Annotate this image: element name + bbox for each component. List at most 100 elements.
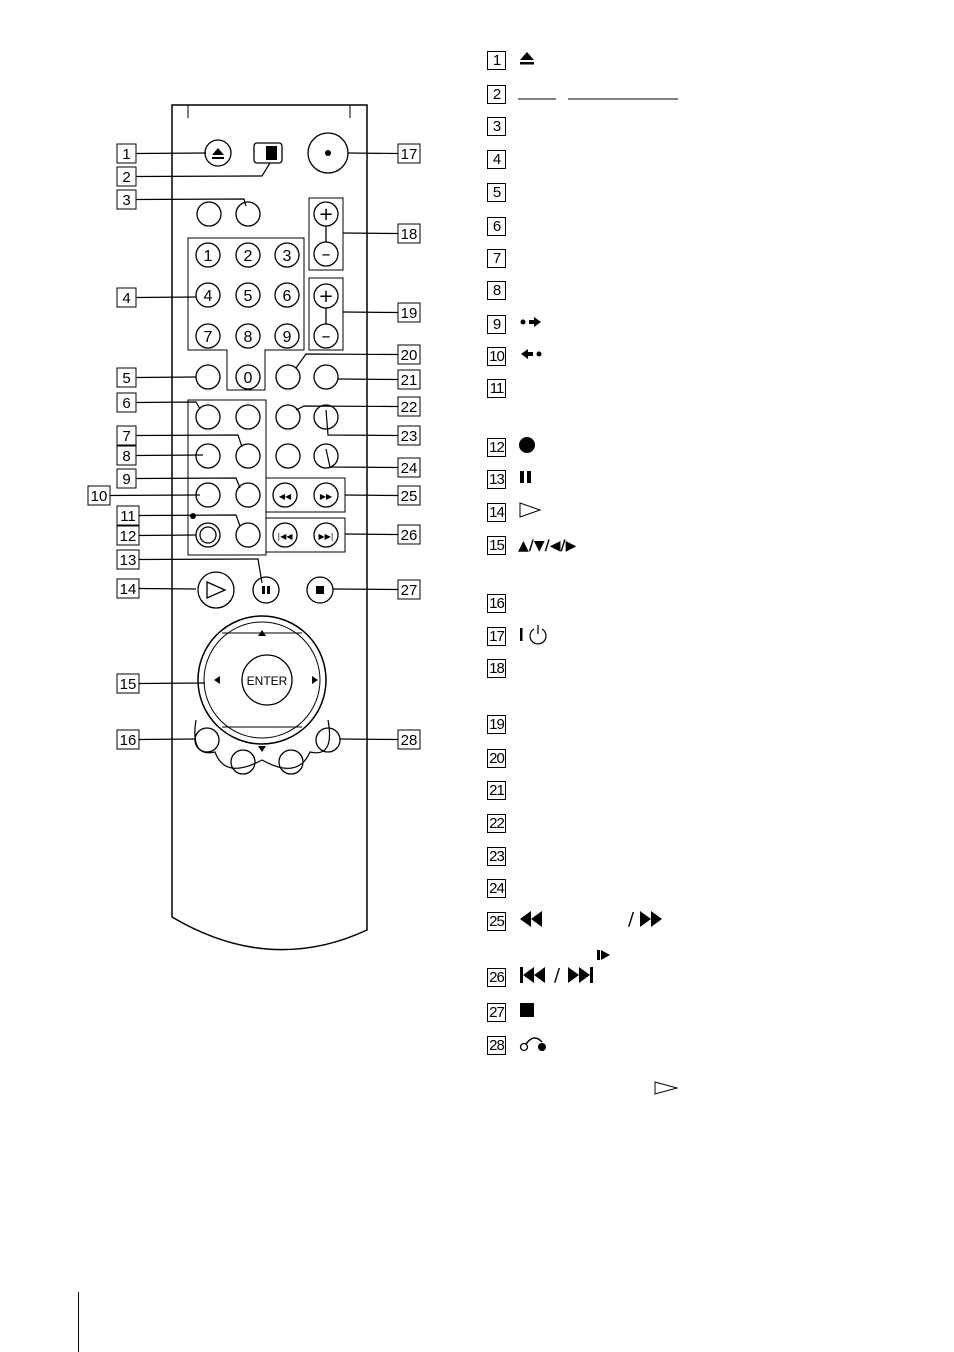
- pause-button[interactable]: [252, 576, 280, 604]
- callout-number: 4: [122, 290, 130, 307]
- button-mid-8[interactable]: [275, 443, 301, 469]
- nav-right-icon[interactable]: [312, 676, 318, 684]
- rewind-button[interactable]: [272, 482, 298, 508]
- bottom-button-left[interactable]: [230, 749, 256, 775]
- return-icon: [518, 1033, 548, 1058]
- nav-up-icon[interactable]: [258, 630, 266, 636]
- callout-line: [295, 405, 399, 411]
- nav-left-icon[interactable]: [214, 676, 220, 684]
- button-mid-6[interactable]: [235, 404, 261, 430]
- legend-number: 13: [487, 469, 506, 489]
- callout-line: [135, 198, 247, 207]
- number-button-6[interactable]: [274, 282, 300, 308]
- legend-row-13: 13: [487, 467, 534, 491]
- legend-row-24: 24: [487, 876, 506, 900]
- legend-row-11: 11: [487, 376, 506, 400]
- power-icon: [518, 623, 550, 650]
- button-11[interactable]: [235, 522, 261, 548]
- legend-number: 15: [487, 535, 506, 555]
- underline-blanks: [518, 82, 678, 107]
- number-label: 1: [204, 248, 213, 265]
- legend-row-23: 23: [487, 844, 506, 868]
- callout-number: 9: [122, 471, 130, 488]
- pause-icon: [518, 469, 534, 489]
- button-7[interactable]: [235, 443, 261, 469]
- callout-number: 10: [91, 488, 108, 505]
- button-3[interactable]: [235, 201, 261, 227]
- number-button-2[interactable]: [235, 242, 261, 268]
- legend-number: 24: [487, 878, 506, 898]
- number-label: 5: [244, 288, 253, 305]
- callout-line: [347, 152, 399, 155]
- legend-number: 18: [487, 658, 506, 678]
- step-forward-icon: [518, 314, 544, 334]
- return-button[interactable]: [315, 727, 341, 753]
- step-forward-button[interactable]: [235, 482, 261, 508]
- legend-row-15: 15 ▲/▼/◀/▶: [487, 533, 576, 557]
- number-label: 2: [244, 248, 253, 265]
- button-8[interactable]: [195, 443, 221, 469]
- number-button-4[interactable]: [195, 282, 221, 308]
- navigation-pad[interactable]: ENTER: [197, 615, 327, 752]
- callout-line: [344, 494, 399, 497]
- legend-number: 28: [487, 1035, 506, 1055]
- button-24[interactable]: [313, 443, 339, 469]
- legend-number: 6: [487, 216, 506, 236]
- button-5[interactable]: [195, 364, 221, 390]
- callout-line: [135, 454, 204, 457]
- numpad-frame: [187, 237, 305, 391]
- prev-button[interactable]: [272, 522, 298, 548]
- callout-number: 22: [401, 399, 418, 416]
- lower-left-frame: [187, 399, 267, 556]
- button-22[interactable]: [275, 404, 301, 430]
- callout-line: [138, 587, 197, 590]
- fast-forward-button[interactable]: [313, 482, 339, 508]
- page-margin-line: [78, 1292, 79, 1352]
- callout-number: 1: [122, 146, 130, 163]
- number-label: 4: [204, 288, 213, 305]
- legend-number: 26: [487, 967, 506, 987]
- legend-number: 5: [487, 182, 506, 202]
- number-label: 0: [244, 370, 253, 387]
- number-button-1[interactable]: [195, 242, 221, 268]
- callout-number: 19: [401, 305, 418, 322]
- callout-line: [339, 738, 399, 741]
- legend-row-20: 20: [487, 746, 506, 770]
- number-button-0[interactable]: [235, 364, 261, 390]
- legend-row-25: 25/: [487, 909, 678, 933]
- callout-number: 12: [120, 528, 137, 545]
- number-button-8[interactable]: [235, 323, 261, 349]
- callout-number: 13: [120, 552, 137, 569]
- button-21[interactable]: [313, 364, 339, 390]
- legend-number: 10: [487, 346, 506, 366]
- number-button-3[interactable]: [274, 242, 300, 268]
- svg-text:/: /: [628, 909, 635, 929]
- callout-line: [135, 296, 197, 299]
- legend-number: 3: [487, 116, 506, 136]
- callout-number: 24: [401, 460, 418, 477]
- legend-row-7: 7: [487, 246, 506, 270]
- legend-number: 4: [487, 149, 506, 169]
- next-button[interactable]: [313, 522, 339, 548]
- plus-icon: +: [318, 204, 333, 225]
- arrows-icon: ▲/▼/◀/▶: [518, 538, 577, 554]
- legend-row-4: 4: [487, 147, 506, 171]
- callout-line: [138, 682, 206, 685]
- bottom-button-right[interactable]: [278, 749, 304, 775]
- callout-line: [344, 533, 399, 536]
- callout-number: 15: [120, 676, 137, 693]
- callout-number: 20: [401, 347, 418, 364]
- callout-line: [332, 588, 399, 591]
- number-label: 9: [283, 329, 292, 346]
- button-left-top[interactable]: [196, 201, 222, 227]
- legend-row-17: 17: [487, 624, 550, 648]
- number-button-9[interactable]: [274, 323, 300, 349]
- button-6[interactable]: [195, 404, 221, 430]
- number-button-7[interactable]: [195, 323, 221, 349]
- callout-number: 14: [120, 581, 137, 598]
- callout-number: 6: [122, 395, 130, 412]
- button-20[interactable]: [275, 364, 301, 390]
- nav-down-icon[interactable]: [258, 746, 266, 752]
- number-button-5[interactable]: [235, 282, 261, 308]
- play-button[interactable]: [197, 571, 235, 609]
